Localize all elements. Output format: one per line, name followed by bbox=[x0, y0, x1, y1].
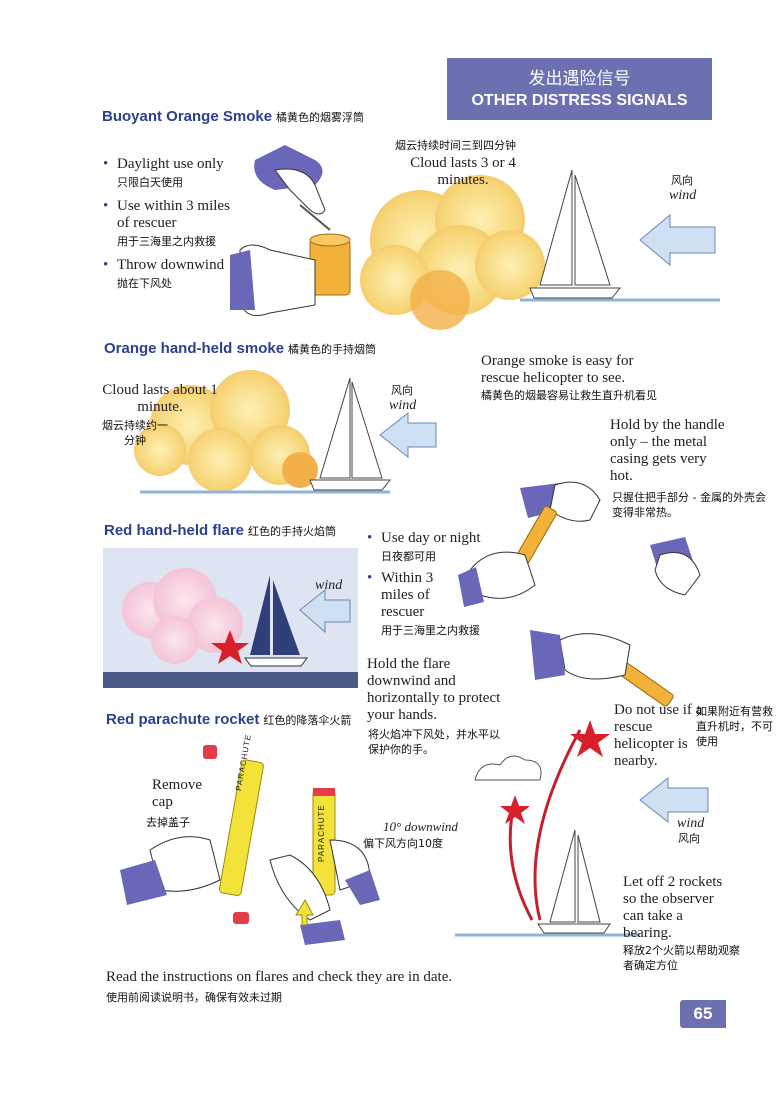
bullet-text-zh: 日夜都可用 bbox=[381, 550, 436, 563]
sailboat-2 bbox=[140, 377, 392, 494]
wind-arrow-1 bbox=[639, 213, 716, 267]
hold-handle-zh: 只握住把手部分 - 金属的外壳会变得非常热。 bbox=[612, 491, 766, 519]
bullet-text-en: Throw downwind bbox=[117, 257, 225, 273]
rocket-hands bbox=[120, 745, 380, 945]
do-not-use-zh: 如果附近有营救直升机时，不可使用 bbox=[696, 705, 773, 748]
bullet-text-en: Daylight use only bbox=[117, 156, 224, 172]
cloud-1min-zh: 烟云持续约一分钟 bbox=[102, 419, 168, 447]
remove-cap-zh: 去掉盖子 bbox=[146, 816, 190, 829]
tube-label-2: PARACHUTE bbox=[317, 804, 326, 862]
heading-red-flare-zh: 红色的手持火焰筒 bbox=[248, 525, 337, 538]
bullet-text-en: Use day or night bbox=[381, 530, 481, 546]
easy-to-see-en: Orange smoke is easy for rescue helicopt… bbox=[481, 353, 634, 386]
angle-downwind-en: 10° downwind bbox=[383, 819, 458, 834]
heading-buoyant-smoke-zh: 橘黄色的烟雾浮筒 bbox=[276, 111, 365, 124]
heading-parachute-rocket-zh: 红色的降落伞火箭 bbox=[263, 714, 352, 727]
page-number: 65 bbox=[680, 1000, 726, 1028]
wind-arrow-2 bbox=[379, 411, 437, 459]
bullet-within-3-miles-flare: Within 3 miles of rescuer 用于三海里之内救援 bbox=[367, 570, 480, 638]
wind-label-en-1: wind bbox=[669, 188, 697, 203]
orange-smoke-cloud-large bbox=[360, 175, 545, 330]
heading-red-flare-en: Red hand-held flare bbox=[104, 522, 245, 539]
cloud-duration-en: Cloud lasts 3 or 4 minutes. bbox=[410, 155, 516, 188]
wind-label-en-2: wind bbox=[389, 398, 417, 413]
sailboat-1 bbox=[520, 169, 720, 302]
wind-label-en-3: wind bbox=[315, 578, 343, 593]
footer-instruction-en: Read the instructions on flares and chec… bbox=[106, 969, 453, 985]
bullet-text-en: Within 3 miles of rescuer bbox=[381, 570, 434, 620]
wind-label-en-4: wind bbox=[677, 816, 705, 831]
cloud-duration-zh: 烟云持续时间三到四分钟 bbox=[395, 139, 516, 152]
wind-label-zh-4: 风向 bbox=[678, 832, 700, 845]
footer-instruction-zh: 使用前阅读说明书，确保有效未过期 bbox=[106, 991, 282, 1004]
buoyant-bullets: Daylight use only 只限白天使用 Use within 3 mi… bbox=[103, 156, 233, 291]
bullet-text-zh: 抛在下风处 bbox=[117, 277, 172, 290]
orange-smoke-cloud-small bbox=[134, 370, 318, 492]
cloud-1min-en: Cloud lasts about 1 minute. bbox=[102, 382, 218, 415]
section-banner: 发出遇险信号 OTHER DISTRESS SIGNALS bbox=[447, 58, 712, 120]
heading-handheld-smoke-en: Orange hand-held smoke bbox=[104, 340, 285, 357]
easy-to-see-zh: 橘黄色的烟最容易让救生直升机看见 bbox=[481, 389, 657, 402]
wind-label-zh-1: 风向 bbox=[671, 174, 693, 187]
bullet-text-zh: 只限白天使用 bbox=[117, 176, 183, 189]
hold-flare-zh: 将火焰冲下风处，并水平以保护你的手。 bbox=[368, 728, 500, 756]
remove-cap-en: Remove cap bbox=[152, 777, 202, 810]
hold-flare-en: Hold the flare downwind and horizontally… bbox=[367, 656, 501, 723]
rocket-trajectory bbox=[455, 720, 709, 937]
flare-bullets: Use day or night 日夜都可用 Within 3 miles of… bbox=[367, 530, 497, 638]
angle-downwind-zh: 偏下风方向10度 bbox=[363, 837, 443, 850]
banner-title-en: OTHER DISTRESS SIGNALS bbox=[471, 92, 688, 109]
bullet-within-3-miles: Use within 3 miles of rescuer 用于三海里之内救援 bbox=[103, 198, 233, 249]
let-off-rockets-en: Let off 2 rockets so the observer can ta… bbox=[623, 874, 723, 941]
bullet-text-zh: 用于三海里之内救援 bbox=[381, 624, 480, 637]
heading-handheld-smoke-zh: 橘黄色的手持烟筒 bbox=[288, 343, 377, 356]
bullet-throw-downwind: Throw downwind 抛在下风处 bbox=[103, 257, 233, 291]
buoyant-canister-illustration bbox=[230, 145, 351, 316]
flare-scene bbox=[103, 548, 358, 688]
heading-buoyant-smoke-en: Buoyant Orange Smoke bbox=[102, 108, 273, 125]
heading-parachute-rocket-en: Red parachute rocket bbox=[106, 711, 260, 728]
banner-title-zh: 发出遇险信号 bbox=[528, 69, 631, 89]
let-off-rockets-zh: 释放2个火箭以帮助观察者确定方位 bbox=[623, 944, 740, 972]
bullet-day-or-night: Use day or night 日夜都可用 bbox=[367, 530, 497, 564]
bullet-daylight: Daylight use only 只限白天使用 bbox=[103, 156, 233, 190]
hold-handle-en: Hold by the handle only – the metal casi… bbox=[610, 417, 725, 484]
bullet-text-en: Use within 3 miles of rescuer bbox=[117, 198, 230, 231]
wind-label-zh-2: 风向 bbox=[391, 384, 413, 397]
bullet-text-zh: 用于三海里之内救援 bbox=[117, 235, 216, 248]
do-not-use-en: Do not use if a rescue helicopter is nea… bbox=[614, 702, 703, 769]
